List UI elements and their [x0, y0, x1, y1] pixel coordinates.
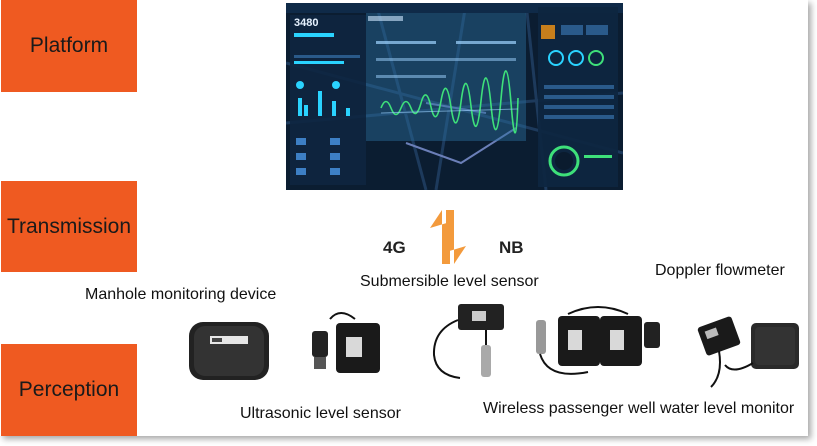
layer-perception: Perception	[1, 344, 137, 436]
bidirectional-arrow-icon	[430, 210, 466, 264]
caption-doppler-flowmeter: Doppler flowmeter	[655, 262, 785, 279]
dashboard-headline-value: 3480	[294, 17, 319, 29]
manhole-monitoring-device-image	[189, 322, 269, 380]
doppler-flowmeter-image	[697, 316, 799, 388]
dashboard-graphics	[286, 3, 623, 190]
caption-submersible-level-sensor: Submersible level sensor	[360, 273, 539, 290]
protocol-nb: NB	[499, 238, 524, 257]
layer-platform-label: Platform	[29, 34, 109, 57]
layer-transmission: Transmission	[1, 181, 137, 272]
layer-transmission-label: Transmission	[6, 214, 132, 238]
platform-dashboard-screenshot: 3480	[286, 3, 623, 190]
ultrasonic-level-sensor-image	[312, 312, 380, 373]
caption-ultrasonic-level-sensor: Ultrasonic level sensor	[240, 405, 401, 422]
caption-manhole-monitoring-device: Manhole monitoring device	[85, 286, 277, 303]
layer-perception-label: Perception	[18, 378, 120, 401]
protocol-4g: 4G	[383, 238, 406, 257]
submersible-level-sensor-image	[432, 304, 504, 379]
wireless-well-water-level-monitor-image	[536, 306, 660, 375]
layer-platform: Platform	[1, 0, 137, 92]
caption-wireless-well-water-level-monitor: Wireless passenger well water level moni…	[483, 400, 795, 417]
